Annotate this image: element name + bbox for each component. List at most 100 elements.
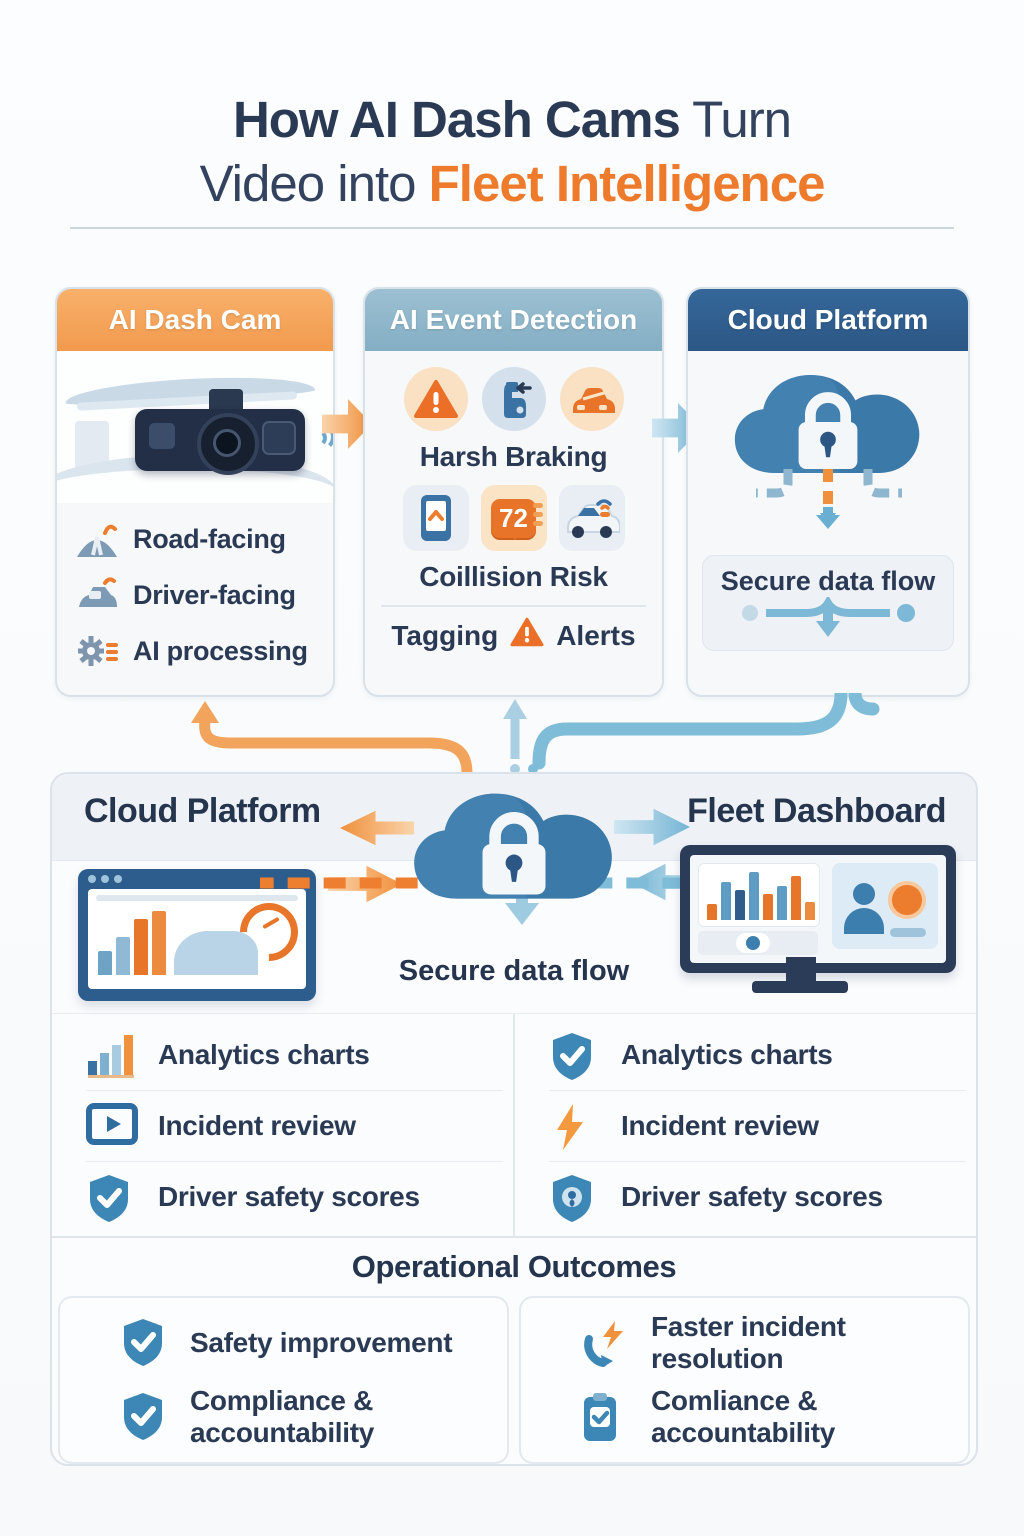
harsh-braking-label: Harsh Braking [419, 441, 608, 472]
list-item-label: AI processing [133, 635, 308, 666]
alert-triangle-icon [510, 617, 544, 654]
browser-toolbar [96, 895, 298, 901]
middle-panel: Cloud Platform Fleet Dashboard [50, 772, 978, 1466]
shield-check-icon [120, 1317, 172, 1369]
list-item: Safety improvement [120, 1306, 497, 1380]
monitor-stand [786, 957, 816, 983]
outcome-card-right: Faster incident resolution Comliance & a… [519, 1296, 970, 1464]
bar [805, 902, 815, 920]
clipboard-check-icon [581, 1391, 633, 1443]
fleet-dashboard-title: Fleet Dashboard [687, 792, 946, 830]
bar [134, 919, 148, 975]
bar [735, 890, 745, 920]
list-item-label: Comliance & accountability [651, 1385, 836, 1448]
cloud-lock-icon [414, 793, 612, 899]
list-item-label: Faster incident resolution [651, 1311, 846, 1374]
connector-arrows [191, 693, 880, 773]
video-play-icon [86, 1102, 138, 1150]
driver-profile-card [832, 863, 938, 949]
list-item-label: Incident review [621, 1110, 819, 1141]
dash-cam-lens-inner [213, 429, 241, 457]
dash-cam-window [149, 423, 175, 449]
dash-cam-button [262, 421, 296, 455]
area-chart-shape [174, 931, 258, 975]
fleet-dashboard-list: Analytics charts Incident review Driver … [515, 1014, 976, 1236]
detection-tile-row: 72 [365, 485, 662, 551]
secure-data-flow-label: Secure data flow [398, 955, 630, 987]
event-icon-row [365, 367, 662, 431]
list-item-label: Driver safety scores [621, 1181, 883, 1212]
bar [707, 904, 717, 920]
car-icon [75, 575, 119, 615]
list-item: Faster incident resolution [581, 1306, 958, 1380]
list-item: Incident review [86, 1090, 503, 1161]
list-item-label: Incident review [158, 1110, 356, 1141]
warning-triangle-icon [403, 367, 468, 431]
list-item-label: Compliance & accountability [190, 1385, 375, 1448]
arrow-to-dashboard-right [614, 808, 690, 846]
middle-content: Secure data flow [52, 845, 976, 1013]
data-flow-lines [756, 469, 902, 529]
wifi-signal-icon [309, 417, 333, 457]
alerts-label: Alerts [556, 619, 636, 651]
shield-check-icon [86, 1173, 138, 1222]
score-value: 72 [491, 498, 536, 540]
card-ai-dash-cam: AI Dash Cam Road-facing [55, 287, 335, 697]
cloud-platform-list: Analytics charts Incident review Driver … [52, 1014, 515, 1236]
tagging-alerts-row: Tagging Alerts [365, 617, 662, 654]
phone-alert-icon [402, 485, 469, 551]
bar [152, 911, 166, 975]
list-item-label: Road-facing [133, 523, 286, 554]
list-item: Comliance & accountability [581, 1380, 958, 1454]
monitor-base [752, 981, 848, 993]
browser-screen [88, 889, 306, 989]
bar [98, 951, 112, 975]
card-ai-event-detection-header: AI Event Detection [365, 289, 662, 351]
list-item-label: Analytics charts [158, 1039, 370, 1070]
list-item: Analytics charts [549, 1020, 966, 1090]
card2-divider [381, 605, 646, 607]
card-cloud-platform: Cloud Platform Secure data flow [686, 287, 970, 697]
list-item: Analytics charts [86, 1020, 503, 1090]
cloud-lock-illustration [688, 351, 968, 551]
bar [749, 872, 759, 920]
browser-dots [88, 875, 122, 883]
feature-lists: Analytics charts Incident review Driver … [52, 1013, 976, 1236]
collision-risk-label: Coillision Risk [419, 561, 608, 592]
list-item-label: Analytics charts [621, 1039, 833, 1070]
speed-lines [532, 499, 543, 530]
bar [721, 882, 731, 920]
bar [791, 876, 801, 920]
monitor-screen [690, 855, 946, 963]
bar [763, 894, 773, 920]
road-icon [75, 519, 119, 559]
title-line-1: How AI Dash Cams Turn [232, 91, 792, 148]
bar-chart-icon [86, 1031, 138, 1079]
outcome-card-left: Safety improvement Compliance & accounta… [58, 1296, 509, 1464]
risk-score-badge: 72 [480, 485, 547, 551]
camera-chip [736, 933, 770, 953]
score-badge [888, 881, 926, 919]
card-cloud-platform-header: Cloud Platform [688, 289, 968, 351]
list-item: AI processing [75, 623, 315, 679]
dash-cam-illustration [57, 351, 333, 503]
list-item: Driver safety scores [549, 1161, 966, 1232]
card-ai-dash-cam-header: AI Dash Cam [57, 289, 333, 351]
list-item-label: Driver safety scores [158, 1181, 420, 1212]
dashboard-bar-chart [698, 863, 820, 927]
cloud-platform-title: Cloud Platform [84, 792, 321, 830]
bar [777, 886, 787, 920]
list-item: Road-facing [75, 511, 315, 567]
dash-cam-feature-list: Road-facing Driver-facing AI processing [57, 503, 333, 679]
gear-icon [75, 631, 119, 671]
list-item: Driver-facing [75, 567, 315, 623]
merge-arrow-icon [742, 595, 915, 637]
list-item: Driver safety scores [86, 1161, 503, 1232]
driver-avatar [844, 883, 884, 939]
tagging-label: Tagging [391, 619, 499, 651]
title-divider [70, 227, 954, 229]
cloud-lock-icon [734, 374, 920, 473]
fleet-dashboard-monitor [680, 845, 956, 993]
page-title: How AI Dash Cams Turn Video into Fleet I… [0, 88, 1024, 216]
